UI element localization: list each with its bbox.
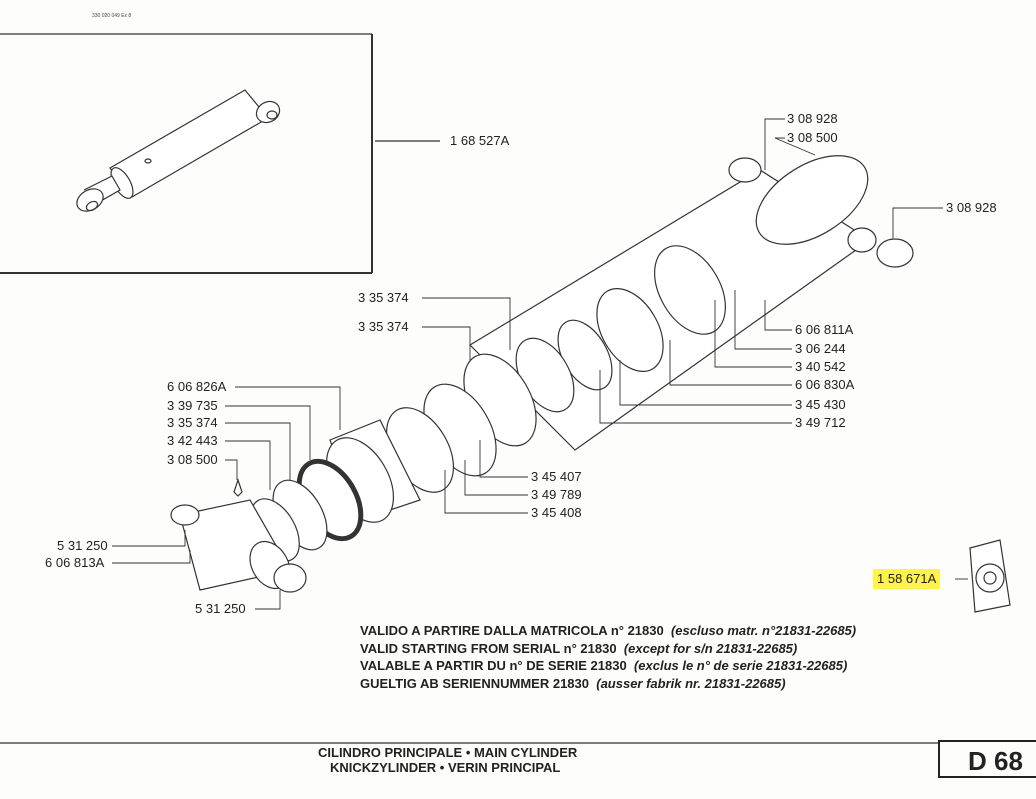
inset-box (0, 33, 373, 274)
part-label: 3 40 542 (795, 359, 846, 374)
part-label: 3 08 928 (946, 200, 997, 215)
inset-cylinder-drawing (76, 89, 281, 212)
part-label: 3 45 430 (795, 397, 846, 412)
part-label: 3 45 407 (531, 469, 582, 484)
part-label: 3 49 712 (795, 415, 846, 430)
rod-eye (170, 478, 307, 593)
part-label: 3 08 500 (167, 452, 218, 467)
part-label: 3 42 443 (167, 433, 218, 448)
part-label: 6 06 813A (45, 555, 105, 570)
part-label: 6 06 811A (795, 322, 854, 337)
seal-kit-icon (969, 539, 1011, 613)
leader-lines (112, 118, 968, 610)
part-label: 5 31 250 (195, 601, 246, 616)
part-label: 3 45 408 (531, 505, 582, 520)
part-label: 6 06 830A (795, 377, 855, 392)
validity-notes: VALIDO A PARTIRE DALLA MATRICOLA n° 2183… (360, 622, 856, 692)
part-label: 3 35 374 (358, 319, 409, 334)
part-label: 3 39 735 (167, 398, 218, 413)
part-label: 3 08 500 (787, 130, 838, 145)
part-label: 1 68 527A (450, 133, 510, 148)
part-label: 3 49 789 (531, 487, 582, 502)
part-label: 3 35 374 (167, 415, 218, 430)
part-label: 5 31 250 (57, 538, 108, 553)
part-label: 3 35 374 (358, 290, 409, 305)
piston-parts (250, 245, 726, 562)
part-label: 3 06 244 (795, 341, 846, 356)
note-line: GUELTIG AB SERIENNUMMER 21830 (ausser fa… (360, 675, 786, 691)
note-line: VALIDO A PARTIRE DALLA MATRICOLA n° 2183… (360, 623, 857, 638)
note-line: VALABLE A PARTIR DU n° DE SERIE 21830 (e… (360, 658, 848, 673)
seal-kit-label-highlighted: 1 58 671A (873, 569, 941, 589)
note-line: VALID STARTING FROM SERIAL n° 21830 (exc… (360, 640, 798, 656)
document-code: 330 020 049 Ex 8 (92, 13, 132, 19)
page-title: CILINDRO PRINCIPALE • MAIN CYLINDER KNIC… (318, 745, 578, 775)
part-label: 3 08 928 (787, 111, 838, 126)
page-number: D 68 (938, 740, 1036, 778)
part-label: 6 06 826A (167, 379, 227, 394)
